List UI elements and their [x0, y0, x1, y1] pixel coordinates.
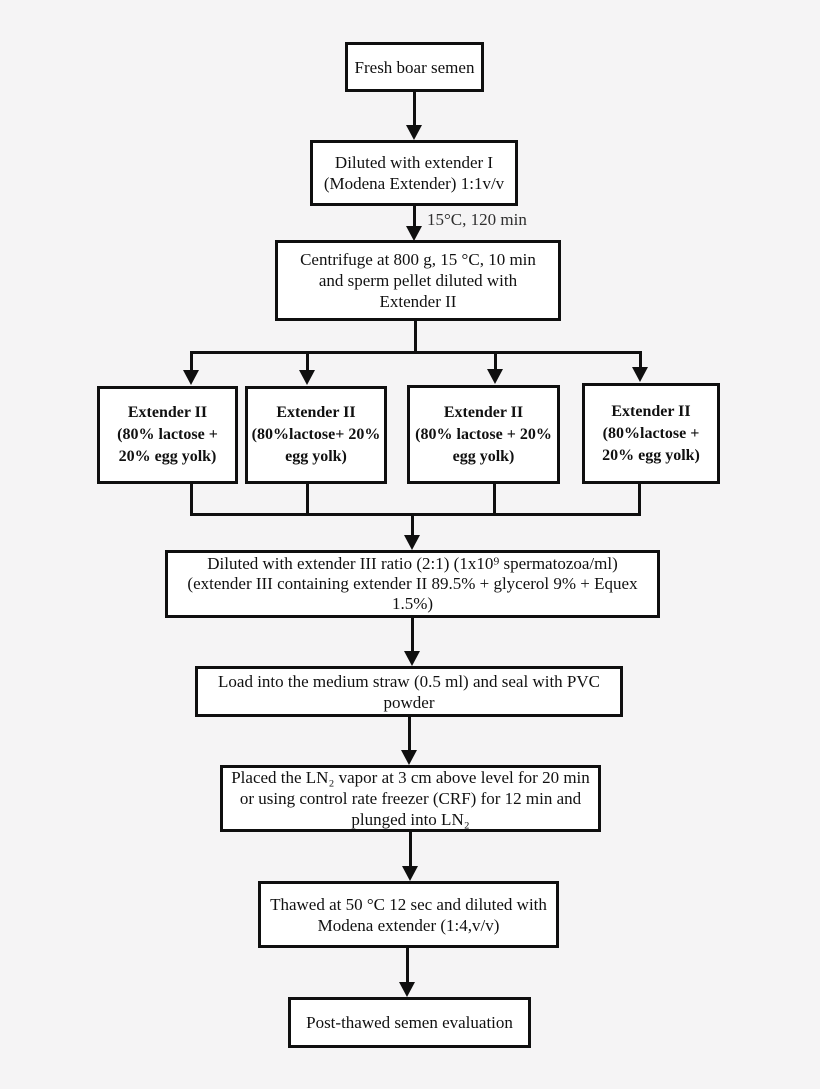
node-text: (80% lactose + 20%: [415, 425, 552, 443]
node-text: (Modena Extender) 1:1v/v: [323, 174, 505, 193]
node-load-straw: Load into the medium straw (0.5 ml) and …: [195, 666, 623, 717]
arrowhead-down-icon: [402, 866, 418, 881]
node-centrifuge: Centrifuge at 800 g, 15 °C, 10 min and s…: [275, 240, 561, 321]
node-text: (80%lactose +: [602, 424, 700, 442]
node-text: Extender II: [127, 404, 208, 421]
node-text: egg yolk): [285, 448, 347, 465]
node-text: Post-thawed semen evaluation: [306, 1013, 513, 1032]
arrowhead-down-icon: [399, 982, 415, 997]
connector-line: [638, 484, 641, 516]
arrowhead-down-icon: [404, 535, 420, 550]
node-extender-2-variant-2: Extender II (80%lactose+ 20% egg yolk): [245, 386, 387, 484]
node-extender-2-variant-4: Extender II (80%lactose + 20% egg yolk): [582, 383, 720, 484]
connector-split-line: [190, 351, 642, 354]
connector-merge-line: [190, 513, 641, 516]
node-text: (80% lactose +: [117, 426, 218, 443]
arrowhead-down-icon: [406, 125, 422, 140]
arrowhead-down-icon: [487, 369, 503, 384]
node-text: egg yolk): [452, 447, 515, 465]
node-text: Extender II: [611, 402, 691, 420]
arrowhead-down-icon: [299, 370, 315, 385]
node-text: Centrifuge at 800 g, 15 °C, 10 min: [300, 250, 536, 269]
arrowhead-down-icon: [183, 370, 199, 385]
node-text: Modena extender (1:4,v/v): [317, 915, 500, 935]
node-diluted-extender-1: Diluted with extender I (Modena Extender…: [310, 140, 518, 206]
node-text: Diluted with extender III ratio (2:1) (1…: [207, 554, 618, 573]
node-extender-2-variant-1: Extender II (80% lactose + 20% egg yolk): [97, 386, 238, 484]
connector-line: [413, 206, 416, 227]
connector-line: [409, 832, 412, 866]
node-text: 20% egg yolk): [602, 446, 700, 464]
connector-line: [413, 92, 416, 127]
connector-line: [493, 484, 496, 516]
connector-line: [411, 618, 414, 651]
connector-line: [306, 484, 309, 516]
node-text: (80%lactose+ 20%: [251, 426, 381, 443]
node-text: (extender III containing extender II 89.…: [187, 574, 638, 593]
node-text: Load into the medium straw (0.5 ml) and …: [218, 671, 600, 691]
node-text: Thawed at 50 °C 12 sec and diluted with: [270, 894, 547, 914]
node-text: or using control rate freezer (CRF) for …: [239, 789, 582, 808]
node-ln2-vapor-freezing: Placed the LN₂ vapor at 3 cm above level…: [220, 765, 601, 832]
connector-line: [411, 513, 414, 535]
connector-line: [414, 321, 417, 353]
node-text: Fresh boar semen: [354, 57, 475, 77]
arrowhead-down-icon: [401, 750, 417, 765]
connector-line: [408, 717, 411, 751]
node-text: Placed the LN₂ vapor at 3 cm above level…: [231, 768, 590, 787]
arrowhead-down-icon: [632, 367, 648, 382]
connector-line: [406, 948, 409, 982]
edge-label-temperature-time: 15°C, 120 min: [427, 210, 527, 229]
connector-line: [639, 351, 642, 369]
node-thawing: Thawed at 50 °C 12 sec and diluted with …: [258, 881, 559, 948]
node-text: 1.5%): [391, 594, 434, 613]
node-fresh-boar-semen: Fresh boar semen: [345, 42, 484, 92]
node-text: plunged into LN₂: [351, 810, 470, 829]
node-text: and sperm pellet diluted with: [318, 271, 518, 290]
connector-line: [306, 351, 309, 371]
node-text: Extender II: [443, 403, 524, 421]
node-text: powder: [383, 692, 435, 712]
node-extender-2-variant-3: Extender II (80% lactose + 20% egg yolk): [407, 385, 560, 484]
arrowhead-down-icon: [406, 226, 422, 241]
node-diluted-extender-3: Diluted with extender III ratio (2:1) (1…: [165, 550, 660, 618]
node-text: Extender II: [276, 404, 356, 421]
node-post-thawed-evaluation: Post-thawed semen evaluation: [288, 997, 531, 1048]
node-text: Diluted with extender I: [334, 153, 494, 172]
connector-line: [190, 351, 193, 371]
node-text: Extender II: [379, 292, 457, 311]
arrowhead-down-icon: [404, 651, 420, 666]
connector-line: [494, 351, 497, 371]
connector-line: [190, 484, 193, 516]
node-text: 20% egg yolk): [118, 448, 217, 465]
